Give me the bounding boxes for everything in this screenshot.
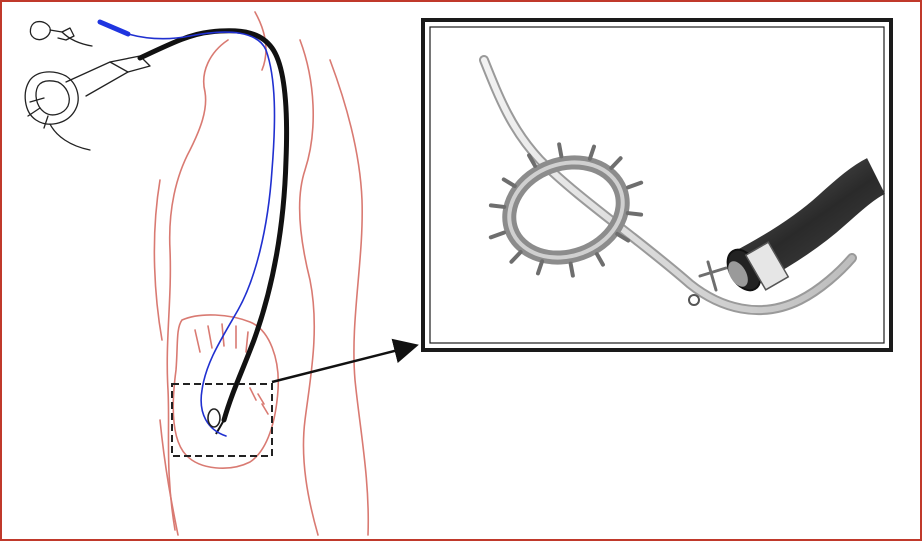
magnified-inset xyxy=(423,20,891,350)
ring-device-small xyxy=(208,409,220,427)
torso-right-contour xyxy=(330,60,368,535)
handle-marker xyxy=(100,22,128,34)
torso-mid-contour xyxy=(300,40,318,535)
callout-arrow xyxy=(272,346,414,382)
stomach-outline xyxy=(173,315,278,468)
guide-wire xyxy=(128,32,274,436)
endoscope-handle-icon xyxy=(25,22,150,150)
stomach-folds-lower xyxy=(250,388,268,414)
rib-contour xyxy=(154,180,162,340)
